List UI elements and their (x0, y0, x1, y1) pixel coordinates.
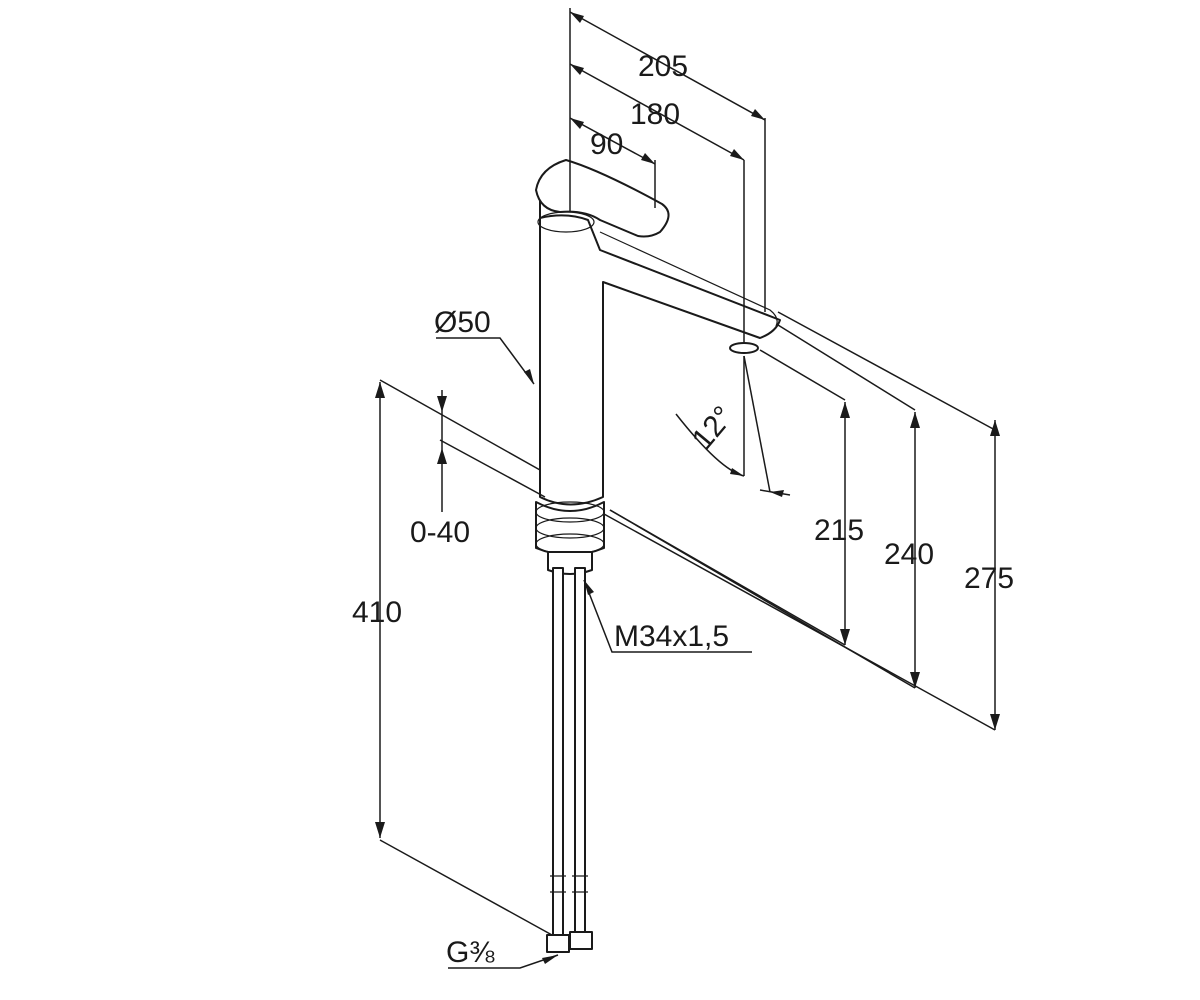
dim-thread: M34x1,5 (614, 620, 729, 653)
base-collar (535, 501, 605, 556)
dim-mounting-range: 0-40 (410, 516, 470, 549)
dim-hose-length: 410 (352, 596, 402, 629)
dim-height-outlet: 215 (814, 514, 864, 547)
lever-base-ring (537, 211, 595, 233)
hose-end-nut-right (569, 931, 593, 950)
dimension-lines (375, 8, 1000, 969)
dim-overall-reach: 205 (638, 50, 688, 83)
aerator (729, 342, 759, 354)
spout-top-edge (599, 231, 778, 327)
dim-height-spout: 240 (884, 538, 934, 571)
faucet-column (539, 189, 781, 506)
dimension-labels: 205 180 90 Ø50 12° 0-40 410 215 240 275 … (352, 50, 1014, 969)
collar-ring-2 (535, 517, 605, 539)
faucet-body (535, 159, 781, 953)
dim-lever-reach: 90 (590, 128, 623, 161)
hose-fittings (550, 875, 588, 893)
dim-spout-angle: 12° (686, 400, 740, 456)
hose-end-nut-left (546, 934, 570, 953)
dim-connection-thread: G⅜ (446, 936, 495, 969)
dim-spout-reach: 180 (630, 98, 680, 131)
supply-hose-right (574, 567, 586, 936)
supply-hose-left (552, 567, 564, 936)
dim-diameter: Ø50 (434, 306, 491, 339)
collar-ring-1 (535, 501, 605, 523)
dim-height-total: 275 (964, 562, 1014, 595)
